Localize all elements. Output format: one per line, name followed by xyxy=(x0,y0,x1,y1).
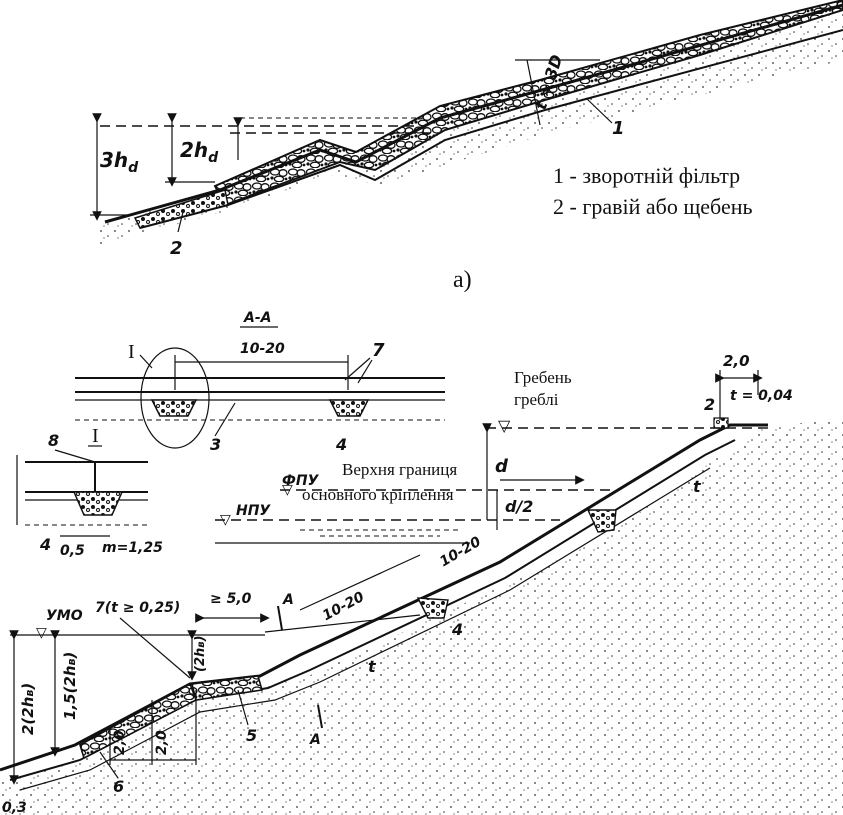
crest-title-1: Гребень xyxy=(514,368,572,387)
top-slope-line xyxy=(104,3,843,224)
leader-1020 xyxy=(299,554,421,611)
label-2hd: 2hd xyxy=(180,138,219,166)
section-cut-top xyxy=(277,605,283,631)
section-7: 7 xyxy=(372,340,385,361)
section-3: 3 xyxy=(210,435,221,454)
leader-1 xyxy=(585,97,613,124)
umo-level-2 xyxy=(264,614,421,633)
slope-rib-1 xyxy=(416,597,449,619)
label-3hd: 3hd xyxy=(100,148,139,176)
leader-I xyxy=(139,354,153,369)
section-title: А-А xyxy=(243,310,271,326)
detail-rib xyxy=(72,491,124,516)
detail-05: 0,5 xyxy=(60,543,85,559)
section-cut-bottom xyxy=(317,704,323,729)
label-fpu: ФПУ xyxy=(282,473,320,489)
detail-i: 8 I 4 0,5 m=1,25 xyxy=(16,425,163,559)
main-slope-surface xyxy=(0,423,768,772)
berm-stone-blanket xyxy=(191,675,264,701)
detail-I: I xyxy=(92,425,99,447)
label-20a: 2,0 xyxy=(112,730,128,755)
fpu-symbol: ▽ xyxy=(282,483,293,498)
leader-2 xyxy=(177,211,184,233)
leader-8 xyxy=(54,449,96,463)
label-20b: 2,0 xyxy=(154,730,170,755)
npu-symbol: ▽ xyxy=(220,513,231,528)
label-d: d xyxy=(495,456,509,477)
label-1020-a: 10-20 xyxy=(437,534,484,570)
slope-rib-2 xyxy=(586,509,617,533)
top-filter-line xyxy=(139,29,843,229)
label-6: 6 xyxy=(113,777,124,796)
section-callout-circle xyxy=(140,347,210,449)
leader-3 xyxy=(214,402,236,437)
label-03: 0,3 xyxy=(2,800,27,815)
label-umo: УМО xyxy=(46,608,83,624)
leader-7t xyxy=(119,617,191,679)
section-rib-1 xyxy=(150,399,198,417)
label-npu: НПУ xyxy=(236,503,271,519)
detail-4: 4 xyxy=(39,535,51,554)
detail-m: m=1,25 xyxy=(102,540,163,556)
label-t004: t = 0,04 xyxy=(730,388,793,404)
label-2: 2 xyxy=(170,238,183,259)
label-15-2hv: 1,5(2hв) xyxy=(61,652,79,720)
label-5: 5 xyxy=(246,726,257,745)
label-2-2hv: 2(2hв) xyxy=(19,683,37,735)
label-2-crest: 2 xyxy=(704,395,715,414)
crest-block xyxy=(713,417,729,429)
label-4-slope: 4 xyxy=(451,620,463,639)
label-ge50: ≥ 5,0 xyxy=(210,591,252,607)
label-d2: d/2 xyxy=(505,497,533,516)
detail-8: 8 xyxy=(48,431,59,450)
diagram-a: 3hd 2hd t ≈ 3D 1 2 1 - зворотній фільтр … xyxy=(90,0,843,293)
leader-7b xyxy=(357,359,373,384)
section-a-a: А-А 10-20 I 7 3 4 xyxy=(75,310,445,454)
legend-2: 2 - гравій або щебень xyxy=(553,194,753,219)
legend-1: 1 - зворотній фільтр xyxy=(553,163,740,188)
label-2hv-small: (2hв) xyxy=(193,635,208,672)
label-7t: 7(t ≥ 0,25) xyxy=(95,600,180,616)
section-I: I xyxy=(128,341,135,363)
section-dim: 10-20 xyxy=(240,341,285,357)
crest-title-2: греблі xyxy=(514,390,559,409)
label-1020-b: 10-20 xyxy=(320,589,367,624)
diagram-b: А-А 10-20 I 7 3 4 8 I xyxy=(0,310,843,815)
section-rib-2 xyxy=(328,399,370,417)
label-20-top: 2,0 xyxy=(723,352,750,370)
leader-7a xyxy=(344,357,371,381)
leader-6 xyxy=(99,751,119,779)
main-soil xyxy=(0,418,843,815)
label-t-lower: t xyxy=(368,657,377,676)
main-slope-base xyxy=(19,467,711,791)
label-A-bottom: A xyxy=(309,732,321,748)
label-1: 1 xyxy=(612,118,625,139)
label-A-top: A xyxy=(282,592,294,608)
label-t-upper: t xyxy=(693,477,702,496)
dim-t-top xyxy=(526,59,541,126)
caption-a: а) xyxy=(453,267,472,293)
umo-symbol: ▽ xyxy=(36,626,47,641)
upper-border-2: основного кріплення xyxy=(302,485,454,504)
upper-border-1: Верхня границя xyxy=(342,460,457,479)
section-4: 4 xyxy=(335,435,347,454)
leader-5 xyxy=(237,689,249,726)
crest-symbol: ▽ xyxy=(498,418,511,435)
